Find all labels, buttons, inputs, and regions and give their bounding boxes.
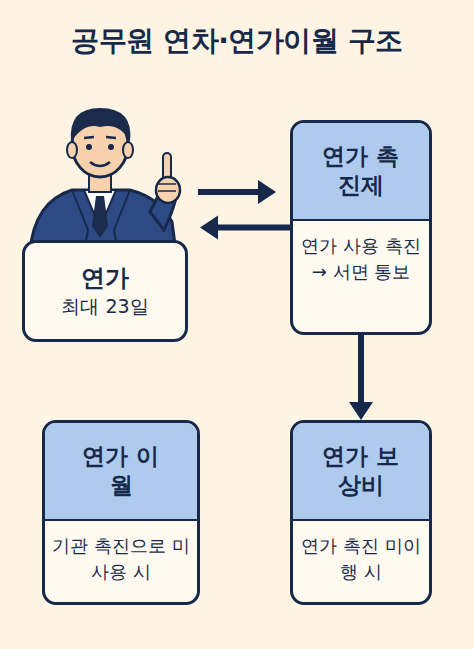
card-body: 연가 사용 촉진 → 서면 통보 bbox=[293, 221, 429, 285]
arrow-head bbox=[349, 402, 373, 420]
process-card: 연가 보상비연가 촉진 미이행 시 bbox=[290, 420, 432, 605]
card-body: 기관 촉진으로 미사용 시 bbox=[45, 521, 197, 585]
flow-arrow bbox=[200, 216, 290, 240]
flow-arrow bbox=[198, 180, 276, 204]
node-body: 최대 23일 bbox=[61, 294, 148, 319]
process-card: 연가 촉진제연가 사용 촉진 → 서면 통보 bbox=[290, 120, 432, 335]
connector-line bbox=[358, 335, 364, 406]
card-header: 연가 보상비 bbox=[293, 423, 429, 521]
connector-line bbox=[214, 225, 290, 231]
arrow-head bbox=[200, 216, 218, 240]
process-card: 연가 이월기관 촉진으로 미사용 시 bbox=[42, 420, 200, 605]
person-node: 연가최대 23일 bbox=[22, 100, 190, 342]
node-heading: 연가 이월 bbox=[79, 442, 163, 500]
flow-arrow bbox=[349, 335, 373, 420]
diagram-title: 공무원 연차·연가이월 구조 bbox=[0, 22, 474, 60]
node-body: 연가 촉진 미이행 시 bbox=[299, 533, 423, 585]
card-body: 연가 촉진 미이행 시 bbox=[293, 521, 429, 585]
card-header: 연가 이월 bbox=[45, 423, 197, 521]
card-header: 연가 촉진제 bbox=[293, 123, 429, 221]
arrow-head bbox=[258, 180, 276, 204]
node-heading: 연가 촉진제 bbox=[319, 142, 403, 200]
label-box: 연가최대 23일 bbox=[22, 240, 188, 342]
connector-line bbox=[198, 189, 262, 195]
node-heading: 연가 보상비 bbox=[319, 442, 403, 500]
node-body: 연가 사용 촉진 → 서면 통보 bbox=[299, 233, 423, 285]
node-body: 기관 촉진으로 미사용 시 bbox=[51, 533, 191, 585]
node-heading: 연가 bbox=[81, 263, 129, 294]
